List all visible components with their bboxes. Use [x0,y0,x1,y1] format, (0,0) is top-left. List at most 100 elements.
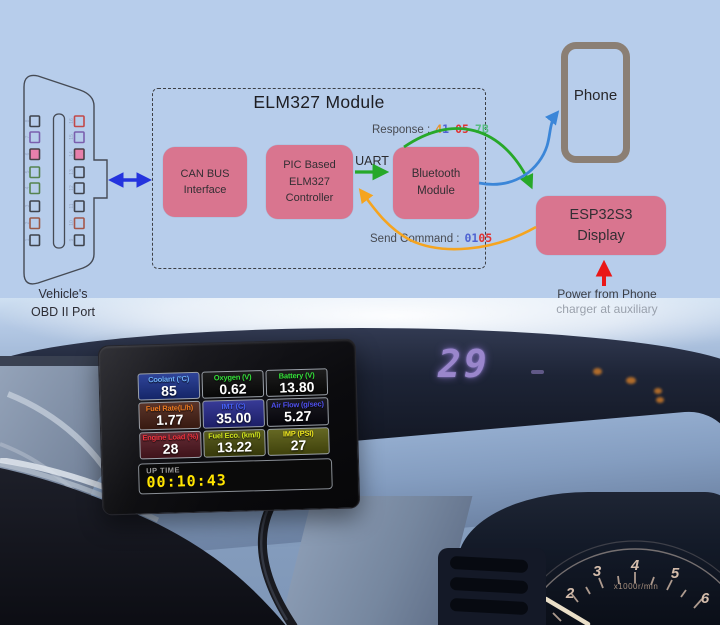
response-byte: 7B [474,122,489,136]
cell-value: 35.00 [216,409,252,427]
indicator-light [626,377,636,384]
tach-number: 4 [630,557,640,574]
esp-label-line: ESP32S3 [569,207,633,224]
svg-text:7: 7 [25,135,31,138]
cell-value: 0.62 [219,380,247,398]
canbus-interface-box: CAN BUS Interface [163,147,247,217]
pic-label-line: ELM327 [289,175,330,188]
response-byte: 05 [455,122,469,136]
send-command-arrow [358,188,537,251]
cell-value: 13.22 [216,438,253,456]
response-to-esp-arrow [403,127,534,190]
tach-center-label: x1000r/min [614,582,659,591]
pin-8 [29,115,41,128]
indicator-light [656,397,664,403]
elm327-module-boundary [152,88,486,269]
svg-text:15: 15 [69,134,75,140]
cell-value: 85 [160,382,177,399]
send-prefix: Send Command : [370,233,460,245]
display-cell-air-flow: Air Flow (g/sec) 5.27 [266,397,329,427]
pin-15 [73,131,85,144]
bluetooth-label-line: Module [417,185,455,197]
display-cell-imp: IMP (PSI) 27 [267,426,330,456]
pin-5 [29,166,41,179]
svg-text:4: 4 [25,186,31,189]
car-interior-photo: 29 2 3 4 5 6 x1000r/min [0,298,720,625]
phone-label: Phone [573,87,618,104]
svg-text:13: 13 [69,169,75,175]
svg-text:6: 6 [25,152,31,155]
tach-number: 2 [565,585,575,602]
canbus-label-line: Interface [183,184,227,196]
vent-slat [449,576,529,595]
pin-numbers: 8 7 6 5 4 3 2 1 16 15 14 13 12 11 10 9 [25,118,75,241]
cell-value: 5.27 [283,407,312,425]
vent-slat [449,555,529,574]
canbus-label-line: CAN BUS [180,167,230,180]
uptime-panel: UP TIME 00:10:43 [137,458,333,495]
display-cell-engine-load: Engine Load (%) 28 [139,430,202,460]
bluetooth-label-line: Bluetooth [411,167,461,180]
pin-9 [73,234,85,247]
pin-12 [73,182,85,195]
response-label: Response : 41 05 7B [372,122,489,136]
digital-speedometer: 29 [438,342,490,386]
pin-11 [73,200,85,213]
display-cell-battery: Battery (V) 13.80 [265,368,329,398]
obd2-connector-drawing: 8 7 6 5 4 3 2 1 16 15 14 13 12 11 10 9 [23,74,108,285]
pin-13 [73,166,85,179]
pin-10 [73,217,85,230]
pic-elm327-controller-box: PIC Based ELM327 Controller [266,145,353,219]
uart-label: UART [355,154,389,168]
svg-text:8: 8 [25,119,31,122]
pin-4 [29,182,41,195]
tach-needle [543,596,591,625]
speedometer-unit-bar [531,370,544,374]
pin-7 [29,131,41,144]
response-byte: 1 [442,122,450,136]
tach-number: 6 [701,590,710,607]
send-byte: 01 [464,231,479,245]
pin-2 [29,217,41,230]
cell-value: 1.77 [155,411,184,429]
svg-text:10: 10 [69,220,75,226]
svg-text:16: 16 [69,118,75,124]
pin-1 [29,234,41,247]
cell-value: 27 [290,437,307,454]
pin-14 [73,148,85,161]
svg-text:2: 2 [25,221,31,224]
connector-slot [52,113,66,249]
svg-text:12: 12 [69,185,75,191]
send-command-label: Send Command : 0105 [370,231,492,245]
send-byte: 05 [478,231,493,245]
obd-display-screen: Coolant (°C) 85 Oxygen (V) 0.62 Battery … [137,368,330,460]
indicator-light [654,388,662,394]
bluetooth-module-box: Bluetooth Module [393,147,479,219]
connector-outline [23,74,108,285]
cell-value: 13.80 [279,378,315,396]
pin-6 [29,148,41,161]
display-power-cable [257,501,298,625]
svg-text:11: 11 [69,203,75,208]
svg-text:1: 1 [25,238,31,241]
svg-text:9: 9 [69,238,75,241]
uptime-value: 00:10:43 [146,471,227,492]
tach-ticks [552,572,703,622]
bluetooth-to-phone-arrow [478,110,560,186]
obd-display-device: Coolant (°C) 85 Oxygen (V) 0.62 Battery … [97,338,361,516]
svg-text:5: 5 [25,170,31,173]
pin-3 [29,200,41,213]
pic-label-line: Controller [285,192,334,205]
svg-text:3: 3 [25,204,31,207]
display-cell-fuel-rate: Fuel Rate(L/h) 1.77 [138,401,202,431]
response-prefix: Response : [372,124,431,136]
response-byte: 4 [435,122,443,136]
display-cell-imt: IMT (C) 35.00 [202,399,266,429]
svg-text:14: 14 [69,151,75,157]
elm327-module-title: ELM327 Module [253,92,385,112]
tach-number: 5 [671,565,680,582]
cell-value: 28 [162,440,179,458]
tach-number: 3 [593,563,602,580]
vent-slat [449,597,529,616]
